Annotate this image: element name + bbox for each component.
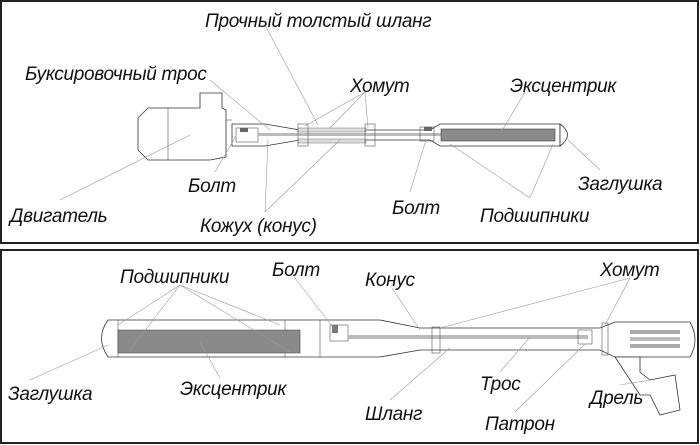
hose-clamp-right xyxy=(601,322,609,356)
bottom-eccentric xyxy=(117,329,301,354)
label-bearings: Подшипники xyxy=(120,267,230,288)
bolt-right xyxy=(419,126,435,142)
motor xyxy=(137,92,232,161)
eccentric xyxy=(440,128,556,142)
label-bolt: Болт xyxy=(272,260,320,281)
bottom-leader-lines xyxy=(29,277,651,413)
label-tow-cable: Буксировочный трос xyxy=(25,64,207,85)
label-plug: Заглушка xyxy=(8,384,92,405)
bottom-bolt xyxy=(329,324,349,342)
label-bearings: Подшипники xyxy=(480,206,590,227)
top-assembly: Прочный толстый шланг Буксировочный трос… xyxy=(8,11,663,237)
label-motor: Двигатель xyxy=(8,206,107,227)
top-panel-frame xyxy=(0,0,699,244)
label-cone: Конус xyxy=(365,270,416,291)
hose-clamp-left xyxy=(431,326,441,354)
label-bolt-left: Болт xyxy=(188,176,236,197)
label-drill: Дрель xyxy=(588,388,643,409)
label-clamp: Хомут xyxy=(599,260,659,281)
label-eccentric: Эксцентрик xyxy=(180,379,287,400)
label-cable: Трос xyxy=(480,374,521,395)
bottom-panel-frame xyxy=(0,249,699,444)
label-chuck: Патрон xyxy=(485,414,556,435)
label-hose: Шланг xyxy=(365,404,422,425)
top-leader-lines xyxy=(59,24,601,213)
drill xyxy=(614,330,681,416)
label-casing: Кожух (конус) xyxy=(200,216,317,237)
plug xyxy=(559,123,568,147)
label-bolt-right: Болт xyxy=(392,198,440,219)
bottom-assembly: Подшипники Болт Конус Хомут Заглушка Экс… xyxy=(8,260,696,435)
label-clamp: Хомут xyxy=(349,76,409,97)
bottom-cable xyxy=(348,335,588,339)
label-hose: Прочный толстый шланг xyxy=(205,11,431,32)
label-eccentric: Эксцентрик xyxy=(510,76,617,97)
label-plug: Заглушка xyxy=(578,174,662,195)
hose xyxy=(297,123,376,147)
